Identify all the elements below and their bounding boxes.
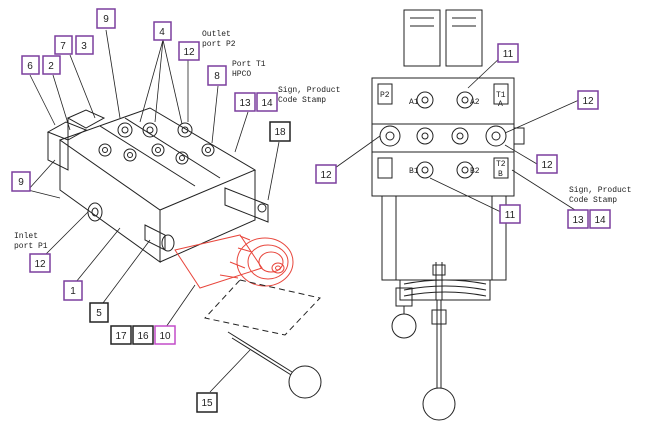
callout-9b[interactable]: 9 bbox=[11, 171, 31, 192]
svg-text:5: 5 bbox=[96, 308, 102, 319]
svg-text:13: 13 bbox=[239, 98, 251, 109]
svg-text:12: 12 bbox=[541, 160, 553, 171]
svg-text:8: 8 bbox=[214, 71, 220, 82]
svg-text:4: 4 bbox=[159, 27, 165, 38]
callout-boxes: 9 7 3 6 2 4 12 8 13 14 18 9 12 1 5 17 16… bbox=[11, 8, 611, 413]
callout-2[interactable]: 2 bbox=[42, 55, 61, 75]
callout-1[interactable]: 1 bbox=[63, 280, 83, 301]
svg-text:9: 9 bbox=[18, 177, 24, 188]
svg-text:12: 12 bbox=[582, 96, 594, 107]
callout-12d[interactable]: 12 bbox=[315, 164, 337, 184]
note-sign-left-line1: Sign, Product bbox=[278, 86, 340, 95]
svg-text:15: 15 bbox=[201, 398, 213, 409]
svg-text:14: 14 bbox=[261, 98, 273, 109]
callout-11b[interactable]: 11 bbox=[499, 204, 521, 224]
svg-text:12: 12 bbox=[34, 259, 46, 270]
callout-10[interactable]: 10 bbox=[154, 325, 176, 345]
svg-text:13: 13 bbox=[572, 215, 584, 226]
note-sign-left-line2: Code Stamp bbox=[278, 96, 326, 105]
leader-lines bbox=[27, 29, 580, 393]
callout-12c[interactable]: 12 bbox=[577, 90, 599, 110]
red-boot bbox=[174, 234, 294, 289]
callout-15[interactable]: 15 bbox=[196, 392, 218, 413]
callout-5[interactable]: 5 bbox=[89, 302, 109, 323]
callout-12b[interactable]: 12 bbox=[29, 253, 51, 273]
svg-text:2: 2 bbox=[48, 61, 54, 72]
callout-14b[interactable]: 14 bbox=[589, 209, 611, 229]
callout-7[interactable]: 7 bbox=[54, 35, 73, 55]
svg-text:18: 18 bbox=[274, 127, 286, 138]
callout-8[interactable]: 8 bbox=[207, 65, 227, 86]
right-valve-front-view bbox=[371, 9, 525, 421]
svg-text:11: 11 bbox=[505, 210, 516, 221]
callout-13b[interactable]: 13 bbox=[567, 209, 589, 229]
callout-14a[interactable]: 14 bbox=[256, 92, 278, 112]
port-label-b2: B2 bbox=[470, 167, 480, 176]
svg-text:9: 9 bbox=[103, 14, 109, 25]
svg-text:14: 14 bbox=[594, 215, 606, 226]
svg-text:10: 10 bbox=[159, 331, 171, 342]
annotation-notes: Outlet port P2 Port T1 HPCO Sign, Produc… bbox=[14, 30, 631, 251]
callout-12a[interactable]: 12 bbox=[178, 41, 200, 61]
note-port-t1-line1: Port T1 bbox=[232, 60, 266, 69]
port-label-a1: A1 bbox=[409, 98, 419, 107]
note-sign-right-line1: Sign, Product bbox=[569, 186, 631, 195]
port-label-b1: B1 bbox=[409, 167, 419, 176]
svg-text:16: 16 bbox=[137, 331, 149, 342]
svg-text:12: 12 bbox=[183, 47, 195, 58]
svg-text:6: 6 bbox=[27, 61, 33, 72]
callout-13a[interactable]: 13 bbox=[234, 92, 256, 112]
callout-17[interactable]: 17 bbox=[110, 325, 132, 345]
svg-text:1: 1 bbox=[70, 286, 76, 297]
svg-text:3: 3 bbox=[81, 41, 87, 52]
note-port-t1-line2: HPCO bbox=[232, 70, 251, 79]
callout-4[interactable]: 4 bbox=[153, 21, 172, 41]
note-inlet-line2: port P1 bbox=[14, 242, 48, 251]
note-outlet-p2-line2: port P2 bbox=[202, 40, 236, 49]
note-sign-right-line2: Code Stamp bbox=[569, 196, 617, 205]
svg-text:12: 12 bbox=[320, 170, 332, 181]
svg-text:7: 7 bbox=[60, 41, 66, 52]
callout-9a[interactable]: 9 bbox=[96, 8, 116, 29]
port-label-b: B bbox=[498, 170, 503, 179]
svg-text:17: 17 bbox=[115, 331, 127, 342]
callout-3[interactable]: 3 bbox=[75, 35, 94, 55]
port-label-a2: A2 bbox=[470, 98, 480, 107]
port-label-t1: T1 bbox=[496, 91, 506, 100]
callout-6[interactable]: 6 bbox=[21, 55, 40, 75]
port-label-t2: T2 bbox=[496, 160, 506, 169]
left-valve-iso-view bbox=[46, 107, 322, 399]
note-inlet-line1: Inlet bbox=[14, 232, 38, 241]
port-label-a: A bbox=[498, 100, 503, 109]
callout-12e[interactable]: 12 bbox=[536, 154, 558, 174]
callout-11a[interactable]: 11 bbox=[497, 43, 519, 63]
port-label-p2: P2 bbox=[380, 91, 390, 100]
note-outlet-p2-line1: Outlet bbox=[202, 30, 231, 39]
port-letter-labels: P2 T1 A1 A2 B1 B2 T2 A B bbox=[380, 91, 506, 179]
callout-18[interactable]: 18 bbox=[269, 121, 291, 142]
callout-16[interactable]: 16 bbox=[132, 325, 154, 345]
svg-text:11: 11 bbox=[503, 49, 514, 60]
